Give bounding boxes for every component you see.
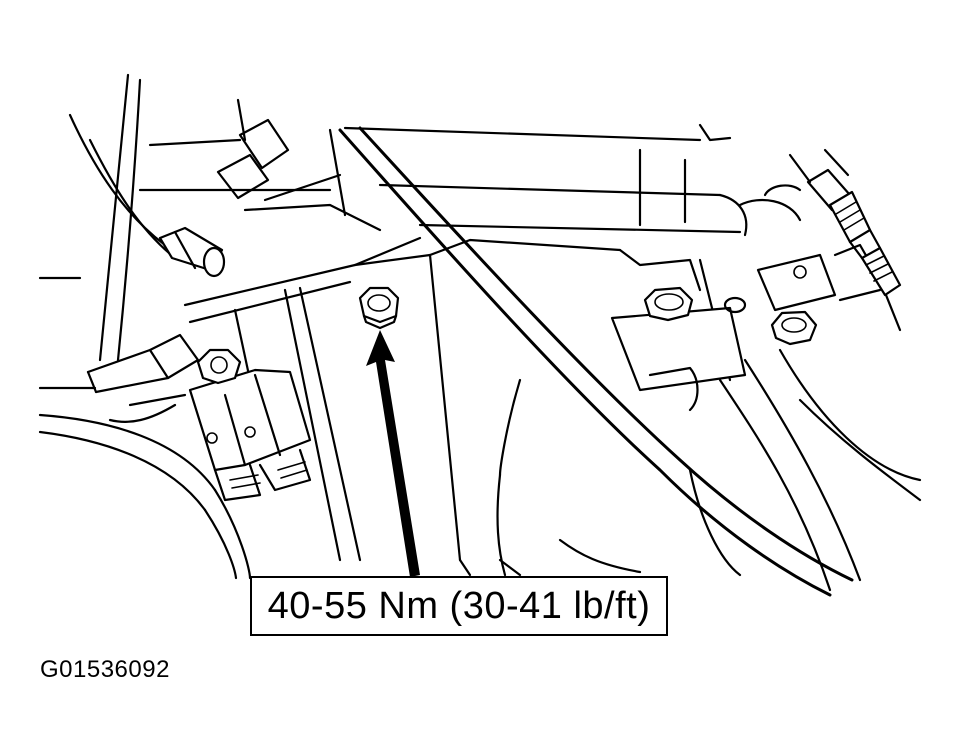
right-body	[688, 348, 922, 592]
torque-spec-callout: 40-55 Nm (30-41 lb/ft)	[250, 576, 668, 636]
lower-detail	[498, 538, 642, 577]
left-bolt	[196, 348, 242, 385]
center-bolt	[358, 286, 400, 330]
left-hoses	[38, 73, 252, 580]
diagonal-rod	[338, 126, 854, 597]
harness-connector	[86, 333, 312, 502]
mounting-plate	[183, 236, 622, 577]
right-mount	[610, 248, 747, 412]
arrow-up-icon	[366, 330, 420, 577]
upper-bracket	[138, 98, 382, 232]
right-hose-fitting	[788, 148, 902, 297]
right-bracket	[756, 243, 902, 346]
hose-connector	[158, 226, 226, 278]
top-housing	[343, 123, 802, 237]
figure-id: G01536092	[40, 656, 170, 683]
torque-spec-text: 40-55 Nm (30-41 lb/ft)	[267, 584, 651, 627]
